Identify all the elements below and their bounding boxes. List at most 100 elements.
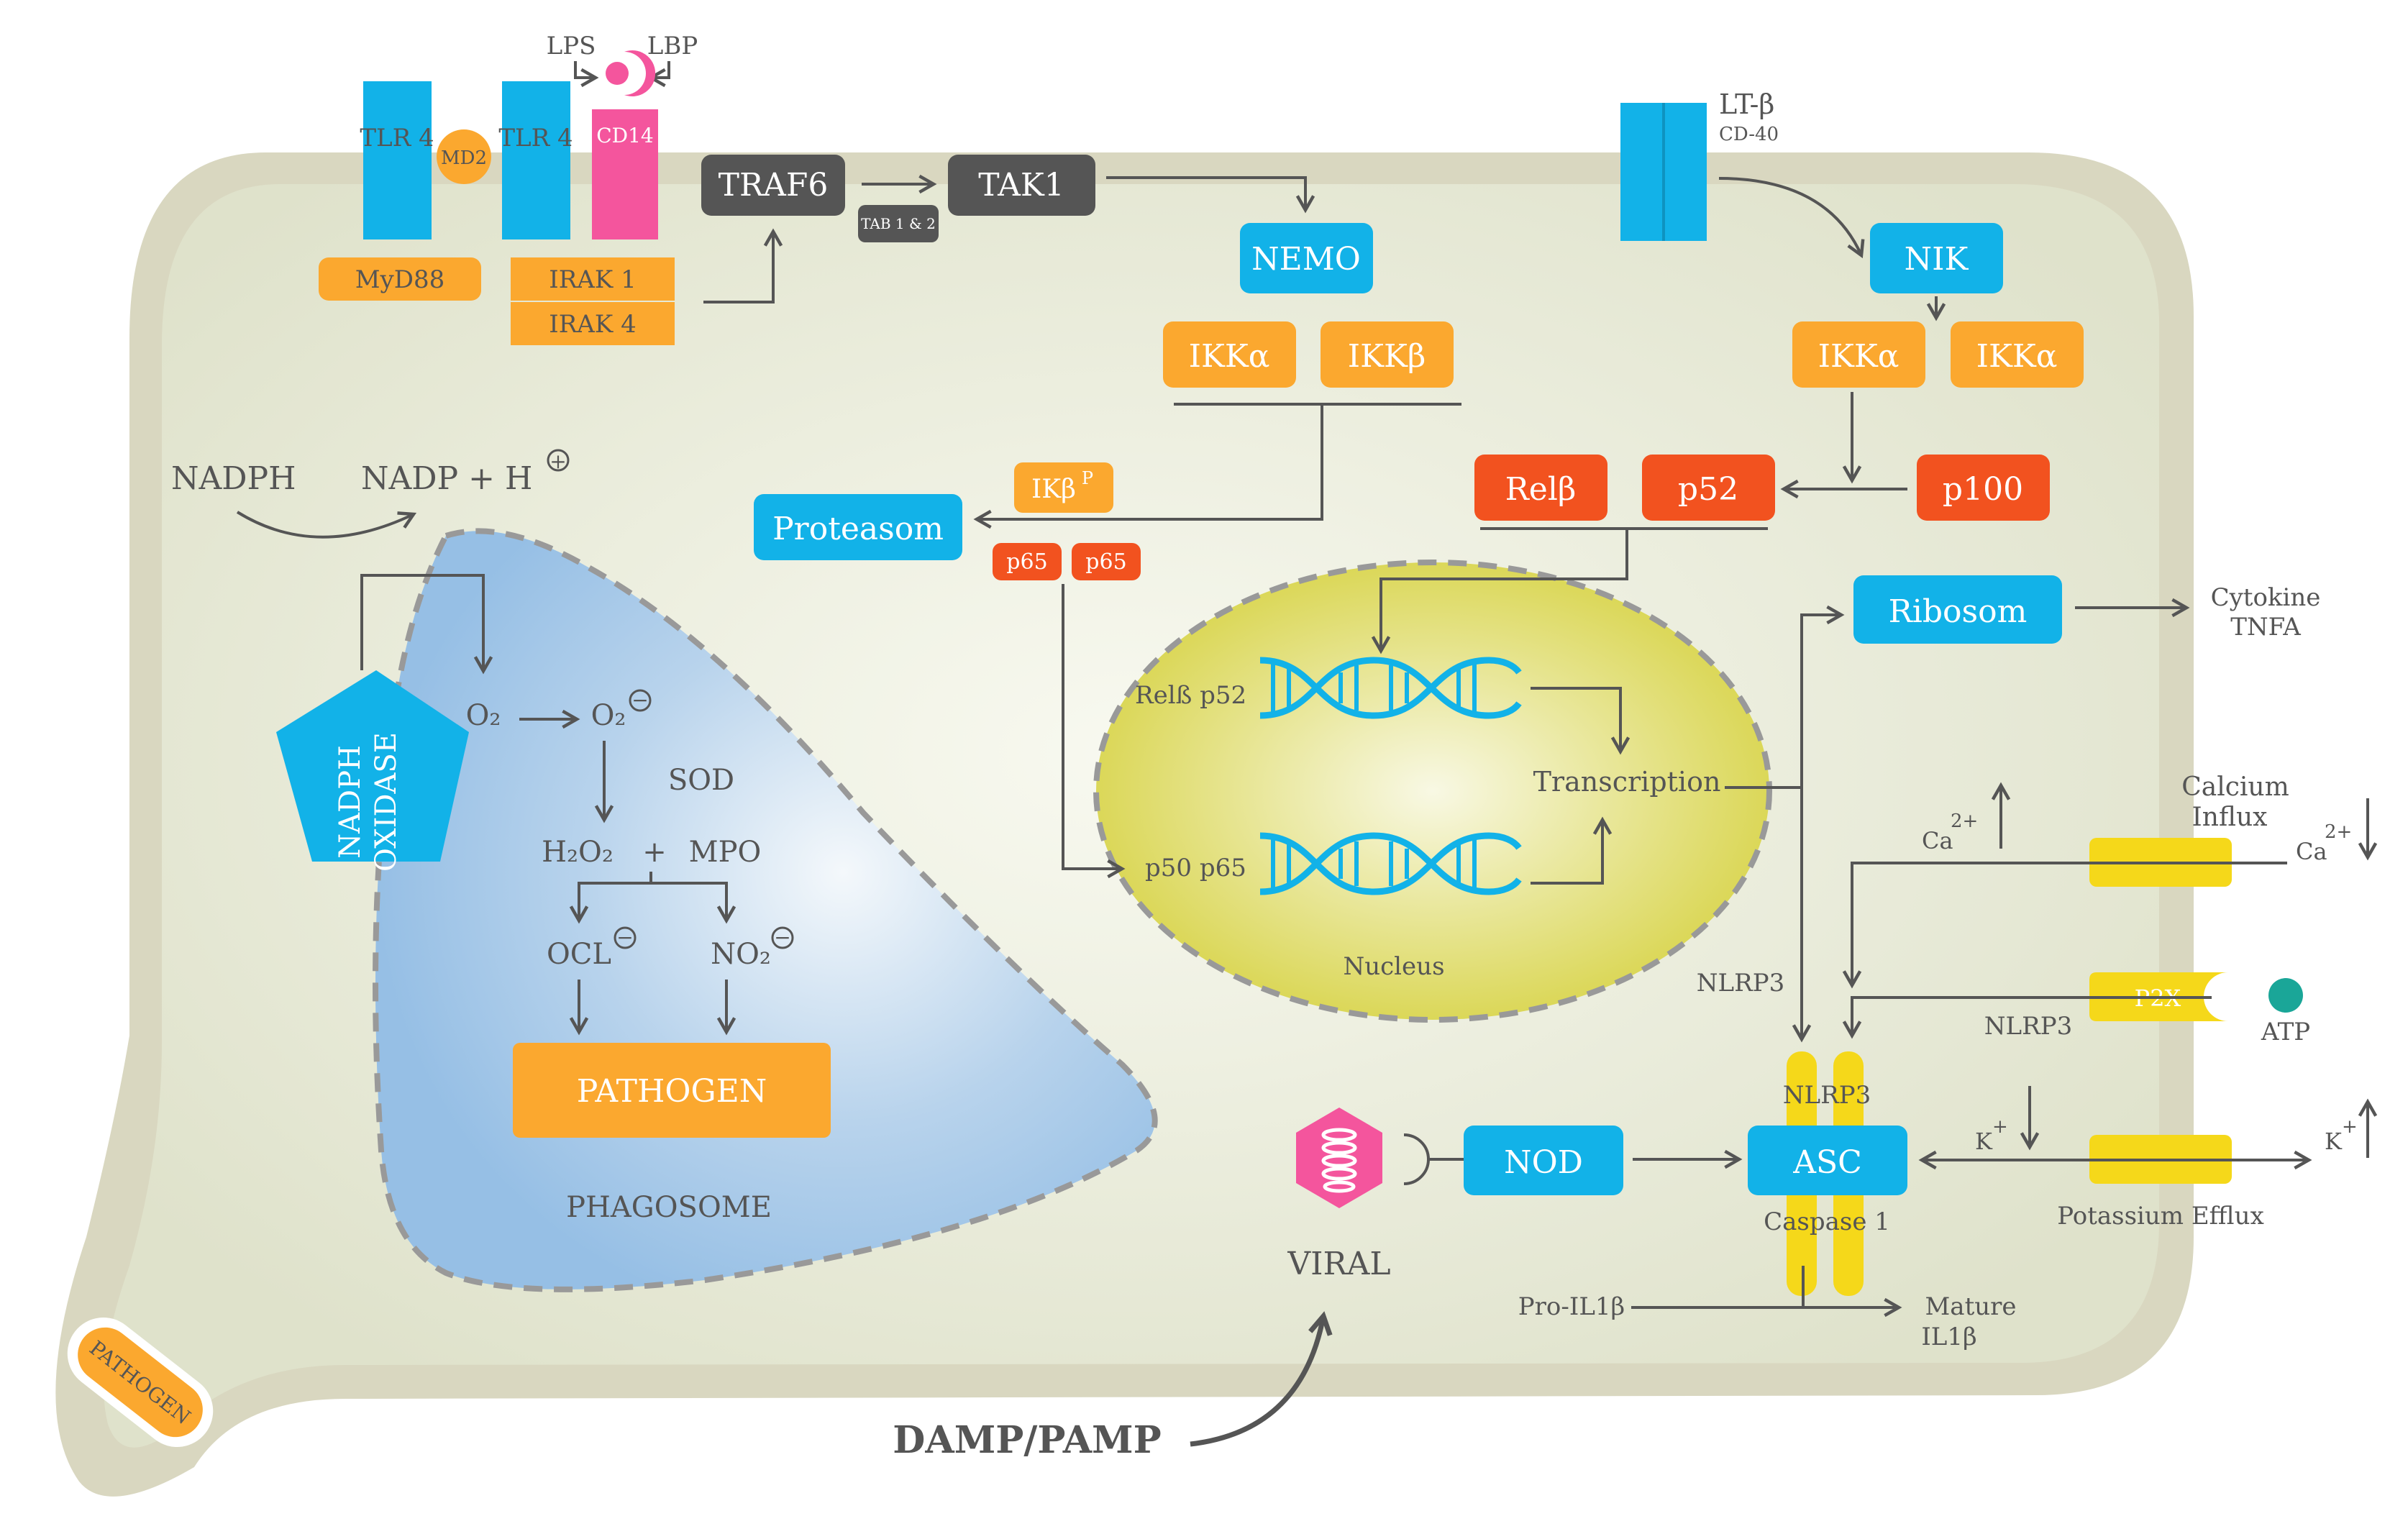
traf6-label: TRAF6 [719, 167, 829, 204]
superoxide-charge: − [631, 688, 648, 712]
myd88-box [319, 257, 481, 301]
nlrp3-label-right: NLRP3 [1984, 1012, 2072, 1041]
ikk-beta-box [1321, 321, 1454, 388]
transcription-to-ribosom-arrow [1800, 605, 1845, 787]
k-outside-charge: + [2342, 1116, 2358, 1138]
p65-label-a: p65 [1006, 549, 1047, 575]
ocl-charge: − [616, 926, 633, 949]
influx-label: Influx [2192, 803, 2268, 832]
lbp-arrow [647, 61, 670, 88]
pro-il1b-label: Pro-IL1β [1518, 1292, 1625, 1321]
damp-pamp-arrow [1190, 1311, 1333, 1447]
ikb-label: IKβ [1031, 475, 1076, 504]
k-inside-label: K [1975, 1128, 1993, 1155]
il1b-label: IL1β [1921, 1323, 1976, 1351]
nadph-oxidase [276, 670, 469, 862]
no2-charge: − [774, 926, 790, 949]
proton-charge: + [549, 449, 566, 473]
p2x-to-nlrp3-arrow [1842, 996, 2212, 1039]
nadph-label: NADPH [171, 460, 296, 497]
sod-label: SOD [668, 764, 734, 797]
no2-charge-circle [771, 926, 794, 949]
p50-p65-dna-label: p50 p65 [1145, 854, 1246, 882]
k-outside-label: K [2325, 1128, 2343, 1155]
pathogen-label: PATHOGEN [577, 1073, 767, 1110]
p65-label-b: p65 [1085, 549, 1126, 575]
nod-box [1464, 1126, 1623, 1195]
ribosom-box [1853, 575, 2062, 644]
ca-inside-label: Ca [1922, 827, 1953, 854]
caspase-label: Caspase 1 [1764, 1207, 1890, 1236]
tak1-label: TAK1 [978, 167, 1064, 204]
nik-label: NIK [1905, 241, 1969, 278]
tlr4-left-receptor [363, 81, 432, 239]
ikk-alpha-label: IKKα [1189, 338, 1270, 375]
lbp-label: LBP [647, 32, 698, 60]
ikk-alpha-1-label: IKKα [1818, 338, 1900, 375]
cd14-receptor [592, 109, 658, 239]
irak4-box [511, 302, 675, 345]
p100-label: p100 [1943, 471, 2023, 508]
proton-charge-circle [547, 449, 570, 472]
plus-label: + [642, 836, 667, 869]
nadph-oxidase-label-2: OXIDASE [370, 732, 403, 872]
lps-label: LPS [547, 32, 596, 60]
dna-helix-top [1259, 657, 1522, 719]
viral-coil-icon [1321, 1128, 1357, 1193]
p100-box [1917, 455, 2050, 521]
nemo-box [1240, 223, 1373, 293]
lt-beta-to-nik-arrow [1718, 177, 1865, 259]
irak1-box [511, 257, 675, 301]
ikk-beta-label: IKKβ [1348, 338, 1426, 375]
relb-p52-dna-label: Relß p52 [1135, 681, 1246, 710]
asc-box [1748, 1126, 1907, 1195]
proteasom-box [754, 494, 962, 560]
tak1-to-nemo-arrow [1106, 176, 1315, 214]
ikk-alpha-box-1 [1792, 321, 1925, 388]
nod-label: NOD [1504, 1144, 1583, 1181]
relb-label: Relβ [1505, 471, 1577, 508]
irak-to-traf6-arrow [703, 228, 783, 303]
pathogen-box [513, 1043, 831, 1138]
h2o2-label: H₂O₂ [542, 836, 614, 869]
cd40-label: CD-40 [1719, 124, 1779, 145]
tnfa-label: TNFA [2230, 613, 2301, 642]
lps-arrow [574, 61, 599, 88]
p65-box-a [993, 543, 1062, 580]
transcription-label: Transcription [1533, 766, 1721, 798]
oxidase-to-o2-arrow [360, 574, 493, 675]
viral-particle [1296, 1108, 1382, 1208]
k-inside-charge: + [1992, 1116, 2008, 1138]
viral-label: VIRAL [1287, 1246, 1390, 1282]
o2-label: O₂ [466, 699, 501, 732]
ocl-label: OCL [547, 938, 611, 971]
lps-molecule [606, 62, 629, 85]
no2-label: NO₂ [711, 938, 771, 971]
nlrp3-label-center: NLRP3 [1783, 1081, 1871, 1110]
nucleus [1093, 560, 1772, 1023]
ca-outside-charge: 2+ [2325, 821, 2352, 843]
irak4-label: IRAK 4 [549, 310, 636, 339]
nadph-conversion-arrow [236, 511, 417, 539]
superoxide-charge-circle [629, 689, 652, 712]
lbp-molecule [624, 50, 656, 97]
relb-p52-to-nucleus-arrow [1371, 529, 1628, 654]
mpo-label: MPO [689, 836, 762, 869]
p52-box [1642, 455, 1775, 521]
ca-outside-label: Ca [2296, 838, 2327, 865]
nemo-label: NEMO [1251, 241, 1361, 278]
ca-inside-charge: 2+ [1951, 811, 1978, 832]
potassium-efflux-label: Potassium Efflux [2057, 1202, 2264, 1231]
bottom-dna-to-transcription-arrow [1531, 816, 1613, 885]
cytokine-label: Cytokine [2211, 583, 2321, 612]
nlrp3-label-left: NLRP3 [1697, 969, 1784, 997]
dna-helix-bottom [1259, 832, 1522, 895]
atp-label: ATP [2261, 1018, 2310, 1046]
atp-molecule [2268, 978, 2303, 1013]
nadph-oxidase-label-1: NADPH [334, 745, 367, 859]
top-dna-to-transcription-arrow [1531, 687, 1631, 755]
ribosom-label: Ribosom [1889, 593, 2028, 630]
relb-box [1474, 455, 1607, 521]
